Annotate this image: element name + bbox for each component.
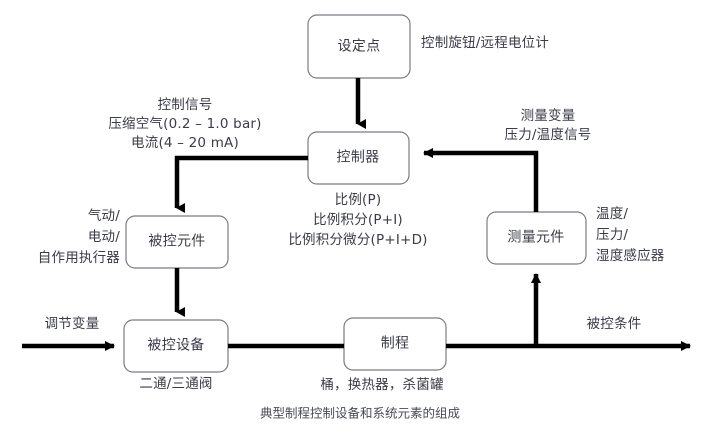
setpoint-label: 设定点 <box>337 38 381 55</box>
controlled-condition-label: 被控条件 <box>586 316 642 333</box>
control-signal-line-3: 电流(4 – 20 mA) <box>131 135 239 152</box>
controller-mode-line-1: 比例(P) <box>334 192 382 209</box>
sensor-note-line-1: 温度/ <box>596 206 629 223</box>
manipulated-variable-label: 调节变量 <box>44 316 100 333</box>
controlled-equipment-label: 被控设备 <box>147 337 205 354</box>
controller-mode-line-2: 比例积分(P+I) <box>313 212 403 229</box>
sensor-note-line-2: 压力/ <box>596 227 629 244</box>
measuring-element-label: 测量元件 <box>507 229 565 246</box>
setpoint-note: 控制旋钮/远程电位计 <box>421 35 550 52</box>
actuator-note-line-3: 自作用执行器 <box>37 250 120 267</box>
process-label: 制程 <box>380 335 410 352</box>
controller-label: 控制器 <box>336 149 380 166</box>
controller-mode-line-3: 比例积分微分(P+I+D) <box>288 232 428 249</box>
link-sensor-to-controller <box>423 148 539 212</box>
actuator-note-line-2: 电动/ <box>87 229 120 246</box>
control-signal-line-2: 压缩空气(0.2 – 1.0 bar) <box>108 116 262 133</box>
sensor-note-line-3: 湿度感应器 <box>596 248 665 265</box>
node-boxes <box>123 14 587 373</box>
diagram-caption: 典型制程控制设备和系统元素的组成 <box>259 405 461 421</box>
valve-note: 二通/三通阀 <box>139 376 213 393</box>
control-signal-line-1: 控制信号 <box>157 97 213 114</box>
measured-variable-line-1: 测量变量 <box>520 108 576 125</box>
link-controller-to-controlled-element <box>174 155 308 213</box>
process-note: 桶，换热器，杀菌罐 <box>320 377 444 394</box>
connectors <box>22 78 691 351</box>
measured-variable-line-2: 压力/温度信号 <box>504 127 592 144</box>
controlled-element-label: 被控元件 <box>148 233 206 250</box>
actuator-note-line-1: 气动/ <box>87 208 120 225</box>
